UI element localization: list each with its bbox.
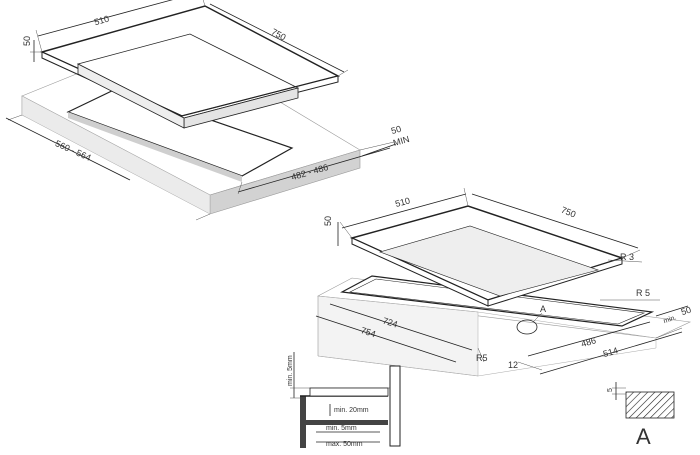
v2-detail-marker: A (540, 304, 546, 314)
sect-min-20mm: min. 20mm (334, 407, 369, 414)
v2-dim-cutout-width: 486 (580, 335, 597, 349)
v2-dim-height: 50 (323, 216, 333, 226)
v2-dim-outer-length: 754 (360, 325, 377, 339)
sect-min-5mm-b: min. 5mm (326, 425, 357, 432)
v1-dim-depth: 750 (270, 27, 288, 43)
section-view (290, 352, 401, 448)
sect-max-50mm: max. 50mm (326, 441, 363, 448)
view2-dimension-lines (315, 187, 689, 375)
view2-hob (349, 205, 625, 307)
v2-dim-inner-radius: R5 (476, 353, 488, 363)
detail-depth: 5 (607, 388, 614, 392)
v2-dim-cutout-length: 724 (382, 315, 399, 329)
v2-dim-radius-top: R 3 (620, 252, 634, 262)
v2-dim-width: 510 (394, 195, 411, 209)
v2-dim-min-side-label: min. (663, 314, 678, 325)
sect-min-5mm: min. 5mm (287, 355, 294, 386)
detail-a (612, 382, 675, 419)
v2-dim-min-side-value: 50 (680, 305, 693, 318)
v1-dim-height: 50 (22, 36, 32, 46)
detail-label: A (636, 424, 651, 449)
v2-dim-radius-cutout: R 5 (636, 288, 650, 298)
v1-dim-width: 510 (93, 14, 110, 28)
v2-dim-edge-offset: 12 (508, 360, 518, 370)
v1-dim-min-gap: 50 (390, 124, 402, 136)
v1-dim-min-label: MIN (392, 134, 411, 148)
v2-dim-outer-width: 514 (602, 345, 619, 359)
v2-dim-depth: 750 (560, 205, 578, 220)
view1-dimension-lines (5, 0, 397, 221)
